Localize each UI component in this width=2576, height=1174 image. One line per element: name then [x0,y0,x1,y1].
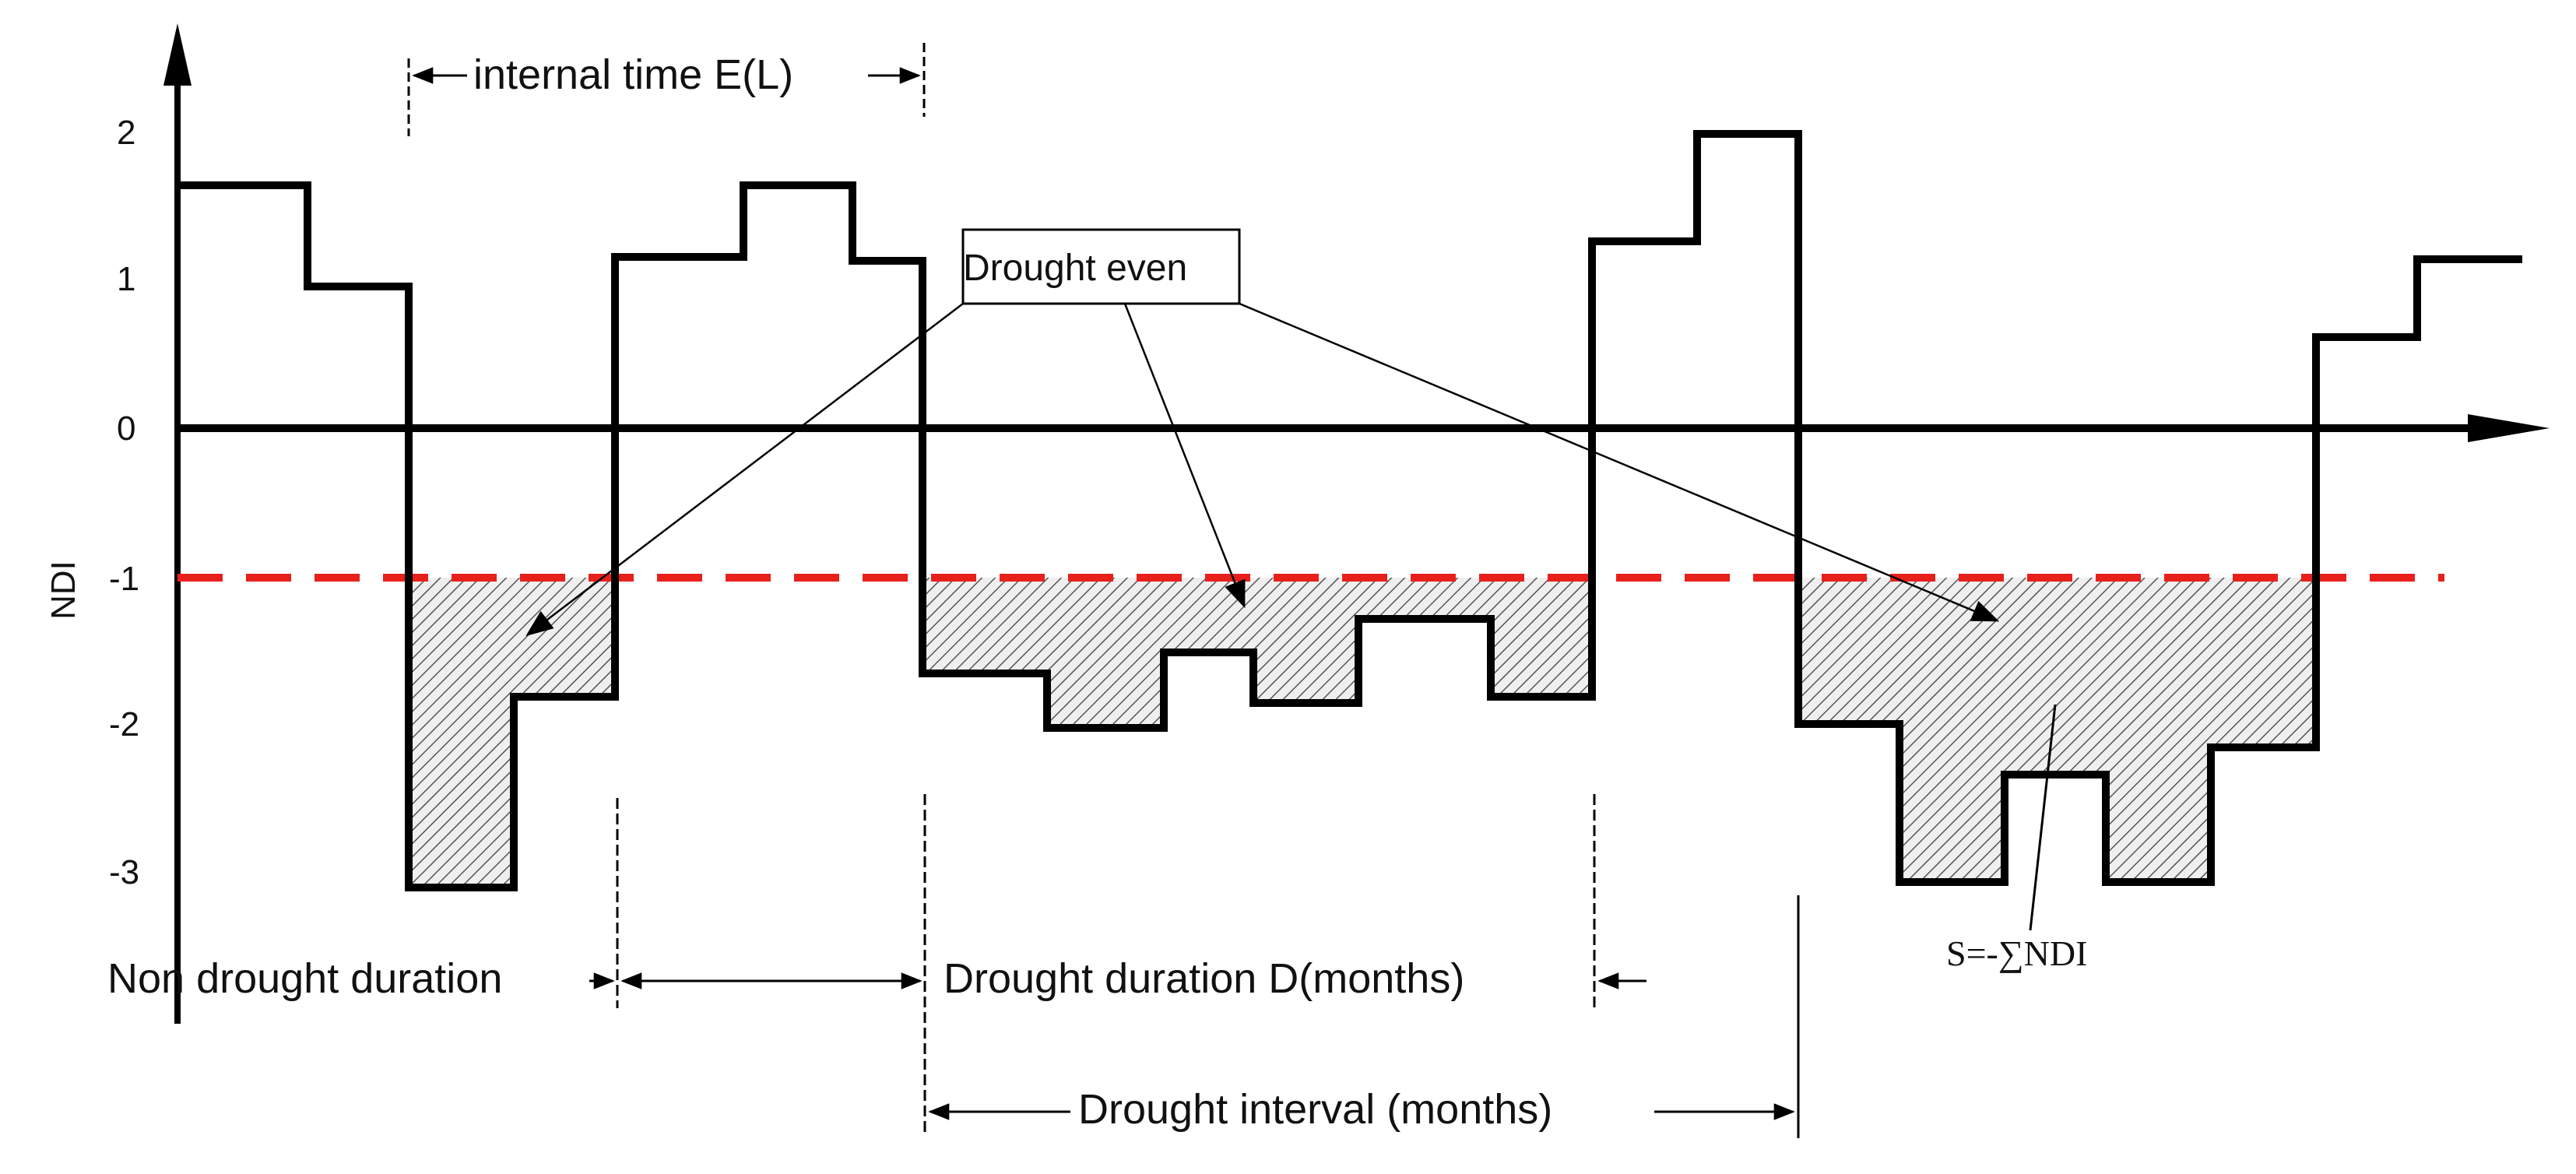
severity-label: S=-∑NDI [1946,933,2087,973]
y-tick-label: 0 [117,409,135,448]
severity-annotation: S=-∑NDI [1946,704,2087,973]
internal-time-annotation: internal time E(L) [407,43,926,136]
y-axis-arrow-icon [163,23,192,86]
non-drought-duration-label: Non drought duration [107,955,502,1002]
duration-guides [616,794,1800,1138]
internal-time-label: internal time E(L) [473,51,793,98]
y-tick-label: 2 [117,114,135,152]
y-axis [163,23,192,1024]
y-tick-label: 1 [117,260,135,298]
drought-area-3 [1798,578,2316,882]
y-tick-labels: 2 1 0 -1 -2 -3 [109,114,139,891]
drought-event-box [961,228,1241,305]
drought-interval-label: Drought interval (months) [1078,1086,1552,1133]
y-tick-label: -1 [109,560,139,598]
x-axis [177,414,2550,442]
y-tick-label: -2 [109,705,139,743]
drought-interval-annotation: Drought interval (months) [928,1086,1795,1133]
drought-event-callout: Drought even [525,228,2000,637]
drought-duration-annotation: Drought duration D(months) [944,955,1646,1002]
x-axis-arrow-icon [2468,414,2550,442]
non-drought-duration-annotation: Non drought duration [107,955,923,1002]
drought-event-label: Drought even [963,248,1187,289]
drought-duration-label: Drought duration D(months) [944,955,1464,1002]
y-tick-label: -3 [109,853,139,891]
ndi-step-series [177,130,2522,891]
y-axis-label: NDI [44,561,83,620]
